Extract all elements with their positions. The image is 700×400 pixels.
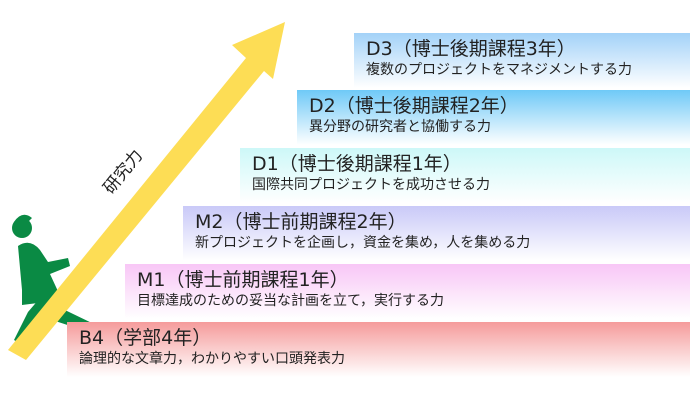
step-description: 論理的な文章力，わかりやすい口頭発表力 [79,351,345,367]
step-title: M1（博士前期課程1年） [137,269,349,291]
step-d3: D3（博士後期課程3年） 複数のプロジェクトをマネジメントする力 [354,33,690,88]
step-description: 新プロジェクトを企画し，資金を集め，人を集める力 [195,235,531,251]
step-description: 異分野の研究者と協働する力 [309,119,491,135]
step-m2: M2（博士前期課程2年） 新プロジェクトを企画し，資金を集め，人を集める力 [183,206,690,261]
step-title: D1（博士後期課程1年） [252,153,462,175]
step-title: D3（博士後期課程3年） [366,38,576,60]
step-title: M2（博士前期課程2年） [195,211,407,233]
step-description: 国際共同プロジェクトを成功させる力 [252,177,490,193]
step-m1: M1（博士前期課程1年） 目標達成のための妥当な計画を立て，実行する力 [125,264,690,319]
step-d2: D2（博士後期課程2年） 異分野の研究者と協働する力 [297,90,690,145]
step-title: B4（学部4年） [79,327,212,349]
climbing-person-icon [12,214,96,345]
step-description: 目標達成のための妥当な計画を立て，実行する力 [137,293,445,309]
step-b4: B4（学部4年） 論理的な文章力，わかりやすい口頭発表力 [67,322,690,377]
step-d1: D1（博士後期課程1年） 国際共同プロジェクトを成功させる力 [240,148,690,203]
step-description: 複数のプロジェクトをマネジメントする力 [366,62,632,78]
step-title: D2（博士後期課程2年） [309,95,519,117]
